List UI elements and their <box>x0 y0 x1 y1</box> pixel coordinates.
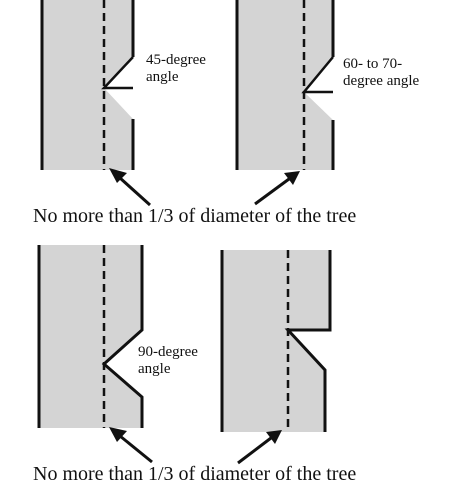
trunk-section <box>237 0 333 170</box>
angle-label: degree angle <box>343 73 420 89</box>
arrow-head <box>109 168 127 183</box>
arrow-head <box>284 171 300 185</box>
notch-cut <box>101 56 134 90</box>
panel-90-degree: 90-degree angle <box>37 245 198 464</box>
angle-label: 60- to 70- <box>343 56 402 72</box>
angle-label: 90-degree <box>138 344 198 360</box>
trunk-section <box>42 0 133 170</box>
caption: No more than 1/3 of diameter of the tree <box>33 205 356 227</box>
trunk-section <box>39 245 142 428</box>
arrow <box>118 176 152 207</box>
arrow <box>237 436 272 465</box>
angle-label: angle <box>146 69 179 85</box>
arrow <box>119 434 153 464</box>
panel-step-cut <box>220 250 332 465</box>
angle-label: angle <box>138 361 171 377</box>
angle-label: 45-degree <box>146 52 206 68</box>
panel-60-70-degree: 60- to 70- degree angle <box>235 0 420 206</box>
arrow-head <box>109 427 127 442</box>
arrow-head <box>266 430 282 444</box>
arrow <box>254 177 290 206</box>
trunk-section <box>222 250 330 432</box>
caption: No more than 1/3 of diameter of the tree <box>33 463 356 484</box>
panel-45-degree: 45-degree angle <box>40 0 206 207</box>
